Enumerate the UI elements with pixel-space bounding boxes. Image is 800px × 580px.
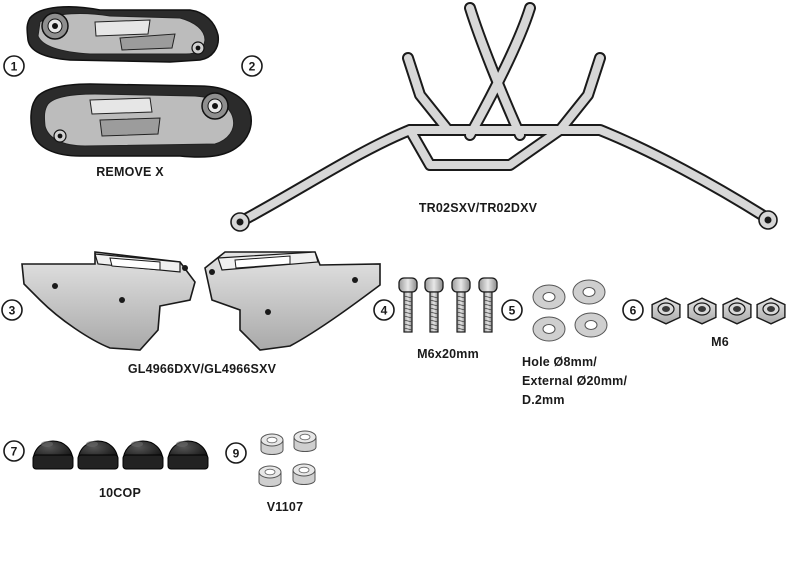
part-number-1: 1	[3, 55, 25, 77]
nuts-icon	[651, 297, 786, 325]
nut-2	[687, 297, 717, 325]
part-number-6: 6	[622, 299, 644, 321]
cap-1	[32, 440, 74, 470]
spacer-3	[258, 465, 282, 487]
svg-text:5: 5	[509, 304, 516, 318]
caps-icon	[32, 440, 209, 470]
svg-text:4: 4	[381, 304, 388, 318]
svg-text:9: 9	[233, 447, 240, 461]
washer-1	[532, 284, 566, 310]
screws-icon	[398, 277, 498, 333]
spacer-1	[260, 433, 284, 455]
part-label-4: M6x20mm	[417, 347, 479, 361]
part-number-9: 9	[225, 442, 247, 464]
part-label-5-line-1: Hole Ø8mm/	[522, 355, 597, 369]
screw-3	[451, 277, 471, 333]
screw-4	[478, 277, 498, 333]
screw-2	[424, 277, 444, 333]
washers-icon	[532, 279, 608, 342]
side-bracket-plates-icon	[21, 251, 381, 351]
cover-panel-left-icon	[26, 5, 220, 63]
svg-text:2: 2	[249, 60, 256, 74]
cap-2	[77, 440, 119, 470]
washer-4	[574, 312, 608, 338]
svg-text:6: 6	[630, 304, 637, 318]
part-label-3: GL4966DXV/GL4966SXV	[128, 362, 277, 376]
svg-text:3: 3	[9, 304, 16, 318]
cap-4	[167, 440, 209, 470]
part-number-5: 5	[501, 299, 523, 321]
part-label-6: M6	[711, 335, 729, 349]
svg-text:1: 1	[11, 60, 18, 74]
part-label-9: V1107	[267, 500, 303, 514]
part-label-5-line-3: D.2mm	[522, 393, 565, 407]
svg-text:7: 7	[11, 445, 18, 459]
washer-3	[532, 316, 566, 342]
part-label-1: REMOVE X	[96, 165, 164, 179]
spacers-icon	[258, 430, 317, 487]
tubular-rack-frame-icon	[230, 2, 778, 232]
spacer-4	[292, 463, 316, 485]
nut-3	[722, 297, 752, 325]
cover-panel-right-icon	[30, 83, 252, 158]
nut-1	[651, 297, 681, 325]
part-number-7: 7	[3, 440, 25, 462]
part-number-3: 3	[1, 299, 23, 321]
nut-4	[756, 297, 786, 325]
part-label-7: 10COP	[99, 486, 141, 500]
part-label-5-line-2: External Ø20mm/	[522, 374, 627, 388]
part-label-frame: TR02SXV/TR02DXV	[419, 201, 538, 215]
spacer-2	[293, 430, 317, 452]
cap-3	[122, 440, 164, 470]
part-number-2: 2	[241, 55, 263, 77]
screw-1	[398, 277, 418, 333]
washer-2	[572, 279, 606, 305]
part-number-4: 4	[373, 299, 395, 321]
